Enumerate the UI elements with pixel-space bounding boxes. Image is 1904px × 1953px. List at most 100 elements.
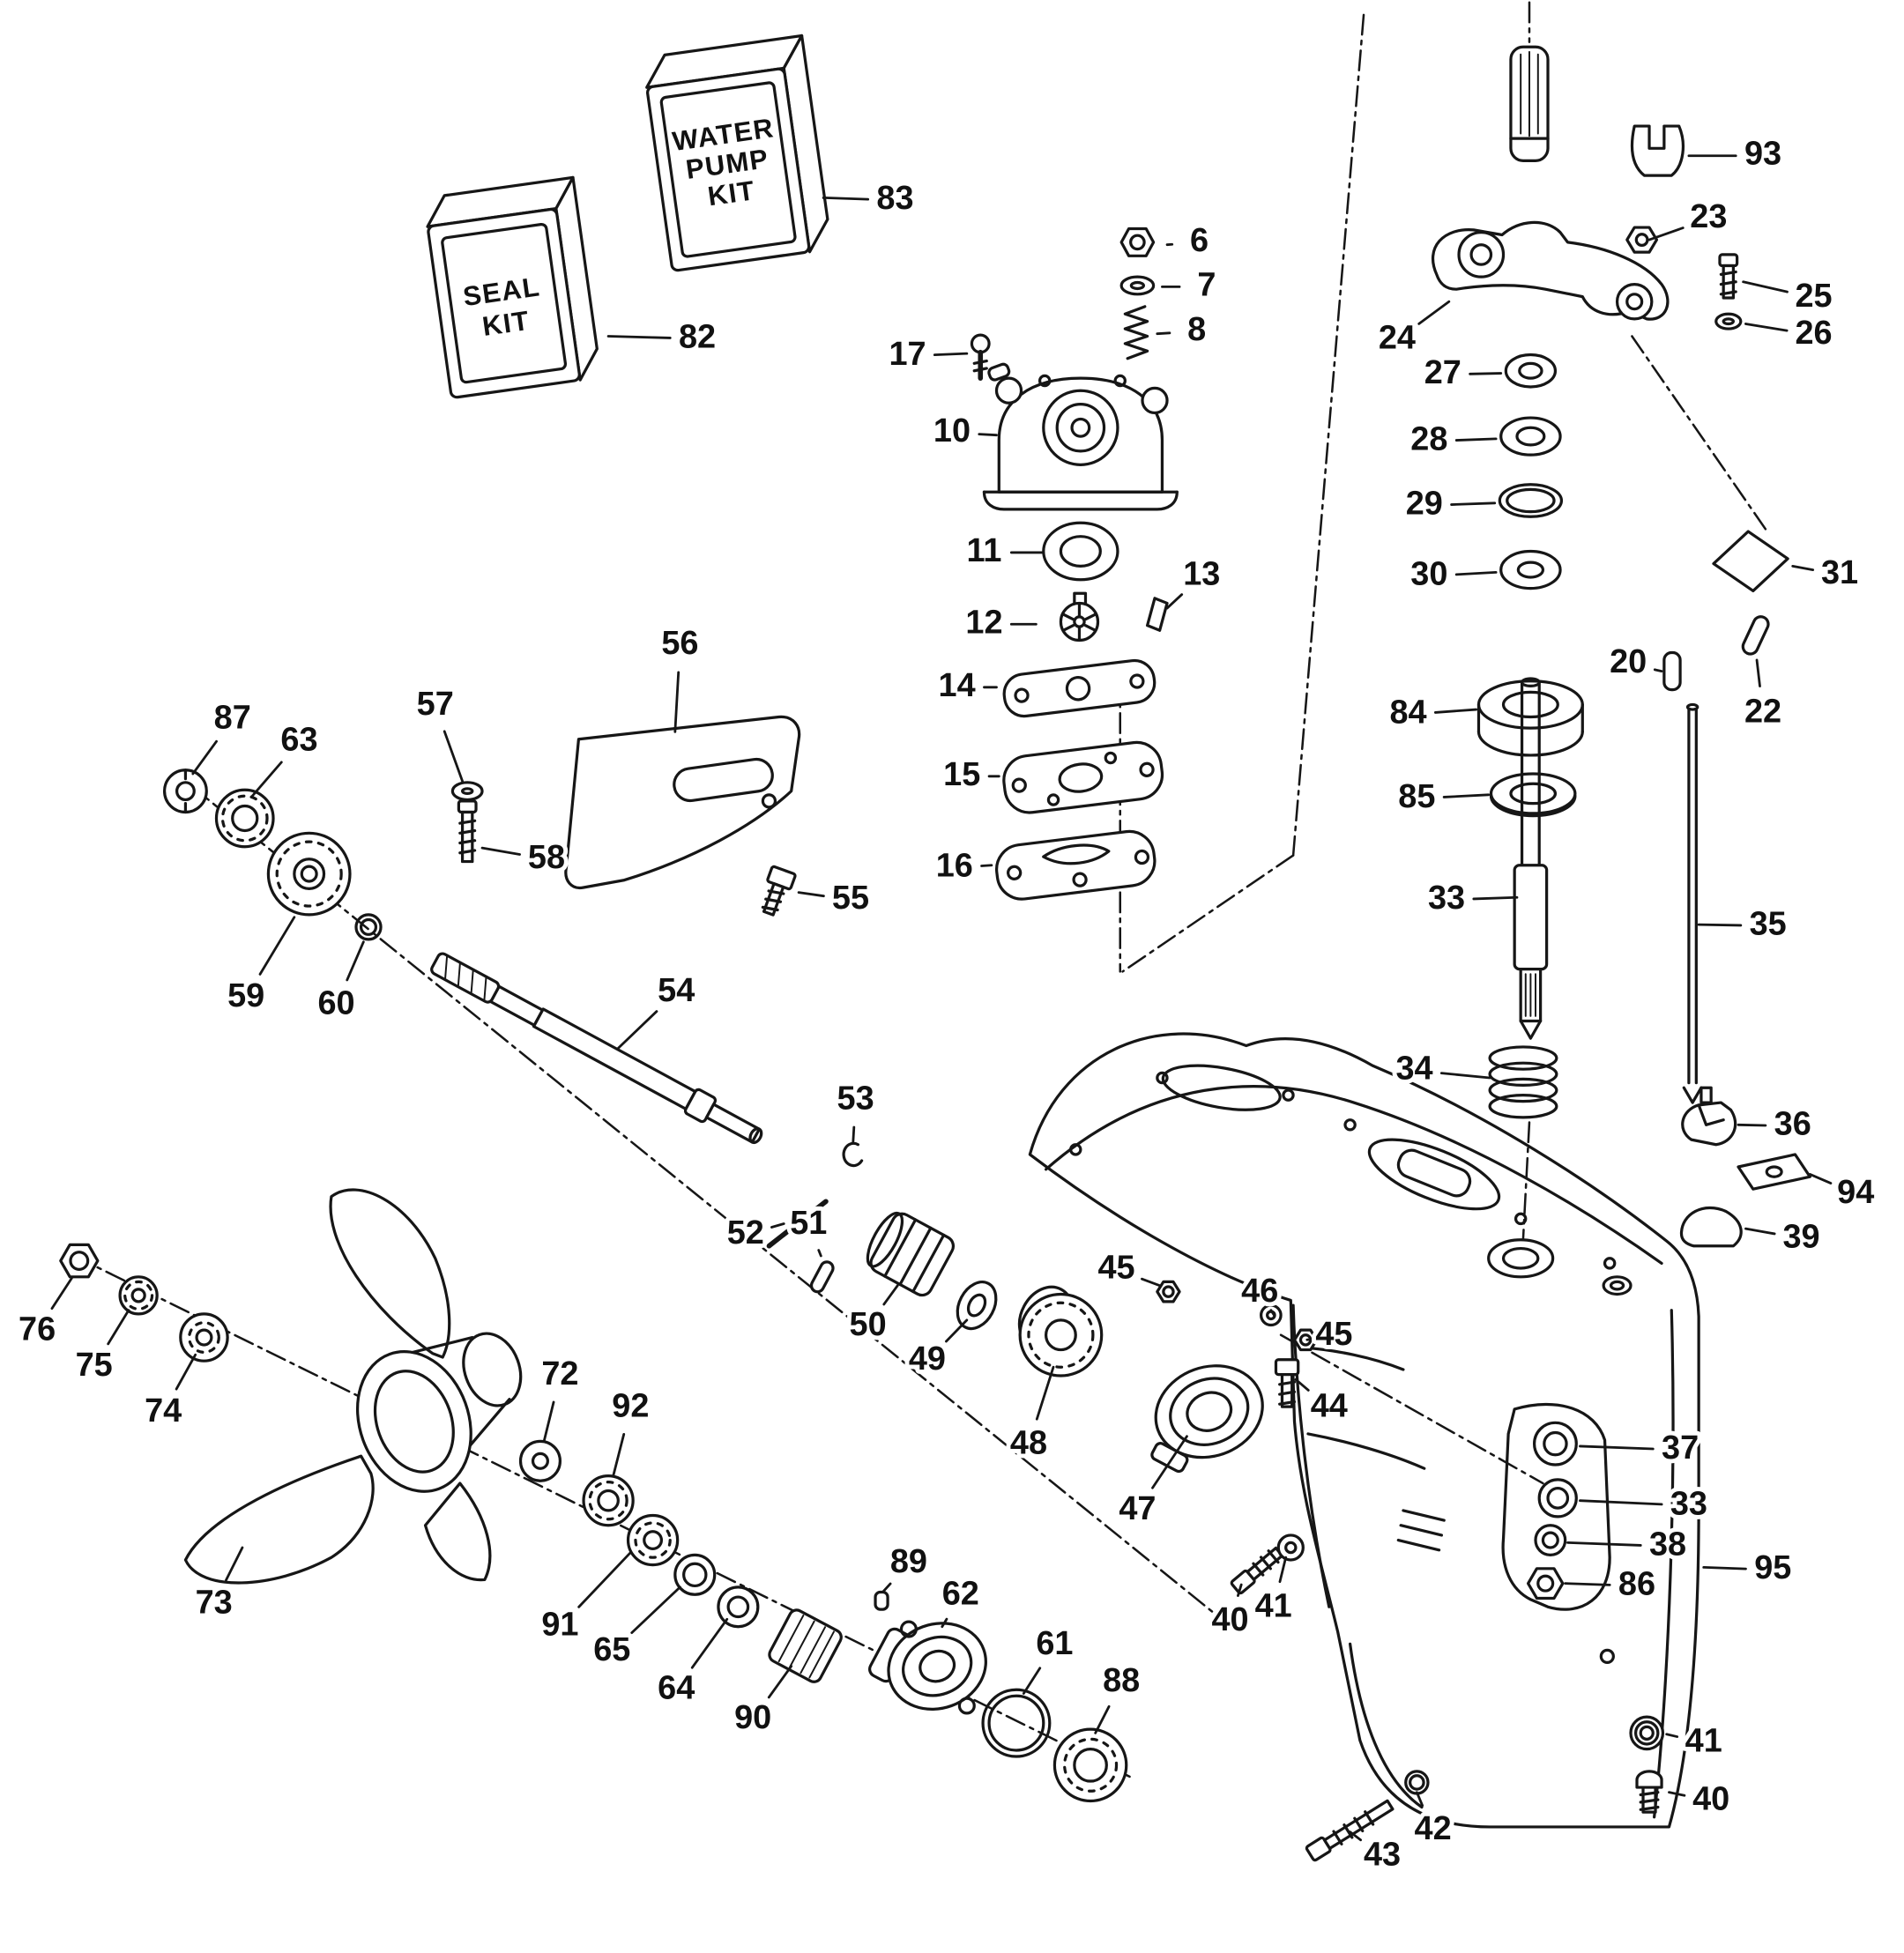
leader-line-44 [1294, 1377, 1310, 1392]
callout-28: 28 [1410, 421, 1447, 458]
callout-39: 39 [1782, 1218, 1819, 1255]
leader-line-74 [175, 1353, 197, 1391]
leader-line-41 [1665, 1733, 1679, 1738]
part-34-spring [1488, 1045, 1558, 1119]
driveshaft-bore [1487, 1238, 1555, 1279]
part-63-thrust-ring [214, 788, 275, 849]
part-56-bracket [564, 715, 801, 890]
leader-line-51 [817, 1249, 822, 1258]
callout-90: 90 [734, 1699, 771, 1736]
leader-line-84 [1433, 708, 1478, 714]
part-89-pin [874, 1590, 889, 1611]
callout-60: 60 [317, 984, 354, 1021]
part-92-seal [582, 1474, 635, 1527]
callout-layer: 6781710111312141516838293232526242728293… [14, 131, 1878, 1878]
leader-line-45 [1141, 1277, 1162, 1288]
leader-line-52 [770, 1222, 785, 1229]
callout-55: 55 [832, 880, 869, 917]
part-26-washer [1714, 312, 1743, 330]
part-58-screw [457, 799, 478, 864]
callout-30: 30 [1410, 556, 1447, 593]
leader-line-28 [1454, 437, 1498, 442]
leader-line-47 [1151, 1435, 1188, 1489]
part-59-bevel-gear [266, 831, 352, 917]
leader-line-29 [1450, 501, 1497, 506]
leader-line-41 [1278, 1556, 1288, 1584]
leader-line-20 [1653, 668, 1663, 672]
callout-45: 45 [1315, 1316, 1352, 1353]
leader-line-45 [1305, 1337, 1317, 1341]
leader-line-42 [1415, 1791, 1424, 1808]
callout-7: 7 [1197, 266, 1216, 303]
part-76-prop-nut [59, 1243, 100, 1279]
leader-line-73 [225, 1546, 244, 1582]
part-22-pin [1741, 615, 1770, 656]
leader-line-10 [978, 433, 998, 437]
callout-46: 46 [1241, 1273, 1278, 1310]
leader-line-58 [480, 846, 521, 856]
part-38-washer [1534, 1524, 1567, 1556]
callout-8: 8 [1187, 311, 1206, 348]
callout-12: 12 [965, 604, 1002, 641]
seal-kit-label-line2: KIT [480, 305, 532, 342]
part-16-gasket [994, 829, 1157, 901]
part-35-shift-rod [1682, 702, 1703, 1104]
part-7-washer [1119, 275, 1156, 296]
callout-75: 75 [76, 1347, 113, 1384]
part-36-shift-cam [1681, 1086, 1737, 1147]
part-73-propeller [183, 1188, 523, 1585]
part-27-bushing [1504, 353, 1558, 389]
leader-line-30 [1454, 570, 1498, 576]
callout-6: 6 [1190, 222, 1209, 259]
leader-line-17 [933, 352, 969, 357]
leader-line-27 [1469, 372, 1503, 375]
leader-line-65 [630, 1585, 681, 1634]
part-90-needle-bearing [768, 1608, 843, 1683]
callout-25: 25 [1796, 278, 1833, 315]
callout-10: 10 [933, 412, 971, 449]
leader-line-34 [1439, 1072, 1491, 1080]
leader-line-86 [1564, 1582, 1611, 1586]
callout-44: 44 [1311, 1387, 1348, 1424]
callout-58: 58 [528, 839, 565, 876]
part-45-nut-a [1156, 1280, 1181, 1303]
callout-50: 50 [850, 1306, 887, 1343]
part-45-nut-b [1292, 1328, 1319, 1352]
part-47-bearing-carrier [1150, 1364, 1264, 1474]
part-85-bearing [1489, 772, 1577, 818]
callout-87: 87 [214, 699, 251, 736]
callout-61: 61 [1036, 1625, 1073, 1662]
callout-56: 56 [661, 625, 698, 662]
part-23-nut [1625, 226, 1659, 254]
callout-13: 13 [1183, 556, 1220, 593]
leader-line-24 [1417, 300, 1451, 325]
callout-93: 93 [1744, 136, 1781, 173]
part-61-o-ring [981, 1688, 1052, 1758]
seal-kit-box: SEAL KIT [426, 175, 599, 399]
leader-line-83 [822, 197, 870, 201]
callout-57: 57 [417, 686, 454, 723]
leader-line-55 [797, 891, 825, 898]
callout-38: 38 [1649, 1526, 1686, 1563]
callout-91: 91 [541, 1607, 578, 1644]
leader-line-26 [1744, 323, 1789, 332]
callout-40: 40 [1692, 1780, 1729, 1817]
shift-linkage-assembly [1431, 45, 1811, 1248]
part-74-spline-spacer [179, 1312, 229, 1363]
leader-line-62 [941, 1617, 948, 1629]
callout-86: 86 [1618, 1565, 1655, 1602]
callout-83: 83 [876, 180, 913, 217]
part-49-washer [956, 1281, 998, 1331]
callout-27: 27 [1424, 354, 1461, 391]
water-pump-kit-box: WATER PUMP KIT [645, 33, 829, 272]
callout-72: 72 [541, 1355, 578, 1392]
leader-line-94 [1808, 1173, 1833, 1185]
part-54-prop-shaft [430, 952, 763, 1145]
part-53-clip [842, 1141, 864, 1168]
leader-line-37 [1579, 1444, 1655, 1451]
callout-47: 47 [1119, 1490, 1156, 1527]
callout-92: 92 [612, 1387, 649, 1424]
part-33-driveshaft [1513, 677, 1549, 1040]
callout-11: 11 [966, 532, 1001, 569]
leader-line-23 [1647, 226, 1685, 241]
